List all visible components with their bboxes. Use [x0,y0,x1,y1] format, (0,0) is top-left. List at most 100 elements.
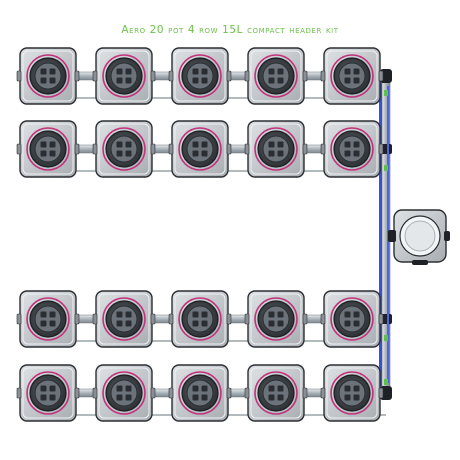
lid-hole [192,77,199,84]
pot-port [320,143,326,155]
pot-port [378,70,384,82]
drip-ring-icon [26,297,70,341]
lid-hole [116,141,123,148]
pot-port [74,313,80,325]
pot-lid-inner [338,135,366,163]
pot-rim [98,50,150,102]
lid-hole [277,150,284,157]
lid-hole [116,385,123,392]
lid-hole [40,385,47,392]
pot-port [92,143,98,155]
pot-rim [98,123,150,175]
pot-rim [326,367,378,419]
lid-hole [49,394,56,401]
lid-hole [277,311,284,318]
pot-rim [174,50,226,102]
growing-pot [320,364,384,422]
lid-hole [353,394,360,401]
pots [16,47,384,422]
lid-hole [268,77,275,84]
pot-port [244,143,250,155]
valve-marker [384,379,388,385]
lid-hole [344,77,351,84]
lid-hole [277,141,284,148]
pot-rim [22,50,74,102]
header-outlet [388,230,396,242]
lid-hole [125,77,132,84]
lid-hole [40,394,47,401]
pot-port [226,387,232,399]
lid-hole [40,320,47,327]
drip-ring-icon [178,371,222,415]
pot-port [244,387,250,399]
lid-hole [192,394,199,401]
lid-hole [201,394,208,401]
pot-port [16,143,22,155]
lid-hole [201,320,208,327]
lid-hole [344,394,351,401]
growing-pot [92,290,156,348]
lid-hole [192,320,199,327]
pot-rim [174,293,226,345]
lid-hole [125,385,132,392]
lid-hole [344,150,351,157]
growing-pot [92,364,156,422]
drip-ring-icon [102,127,146,171]
lid-hole [277,394,284,401]
growing-pot [16,290,80,348]
diagram-title: Aero 20 pot 4 row 15L compact header kit [121,24,339,36]
lid-hole [201,77,208,84]
pot-port [168,70,174,82]
growing-pot [92,47,156,105]
lid-hole [116,311,123,318]
lid-hole [116,68,123,75]
pot-port [226,70,232,82]
lid-hole [353,141,360,148]
pot-port [150,70,156,82]
pot-port [320,313,326,325]
growing-pot [320,47,384,105]
lid-hole [268,394,275,401]
pot-port [74,70,80,82]
pot-rim [326,50,378,102]
lid-hole [344,68,351,75]
lid-hole [125,150,132,157]
lid-hole [49,320,56,327]
pot-lid-inner [262,305,290,333]
lid-hole [201,311,208,318]
growing-pot [320,120,384,178]
pot-port [244,313,250,325]
pot-port [16,313,22,325]
header-inlet [444,231,450,241]
lid-hole [125,311,132,318]
drip-ring-icon [330,54,374,98]
lid-hole [125,68,132,75]
lid-hole [344,141,351,148]
pot-port [168,313,174,325]
lid-hole [201,141,208,148]
drip-ring-icon [254,297,298,341]
pot-lid-inner [110,305,138,333]
pot-port [150,143,156,155]
lid-hole [201,150,208,157]
drip-ring-icon [26,127,70,171]
pot-lid-inner [186,62,214,90]
lid-hole [125,320,132,327]
growing-pot [16,47,80,105]
pot-lid-inner [186,379,214,407]
valve-marker [384,165,388,171]
growing-pot [244,290,308,348]
drip-ring-icon [254,127,298,171]
lid-hole [49,311,56,318]
pot-rim [250,293,302,345]
pot-port [302,70,308,82]
pot-port [92,387,98,399]
lid-hole [116,394,123,401]
pot-port [320,387,326,399]
growing-pot [244,120,308,178]
lid-hole [116,77,123,84]
growing-pot [168,290,232,348]
drip-ring-icon [330,127,374,171]
growing-pot [92,120,156,178]
